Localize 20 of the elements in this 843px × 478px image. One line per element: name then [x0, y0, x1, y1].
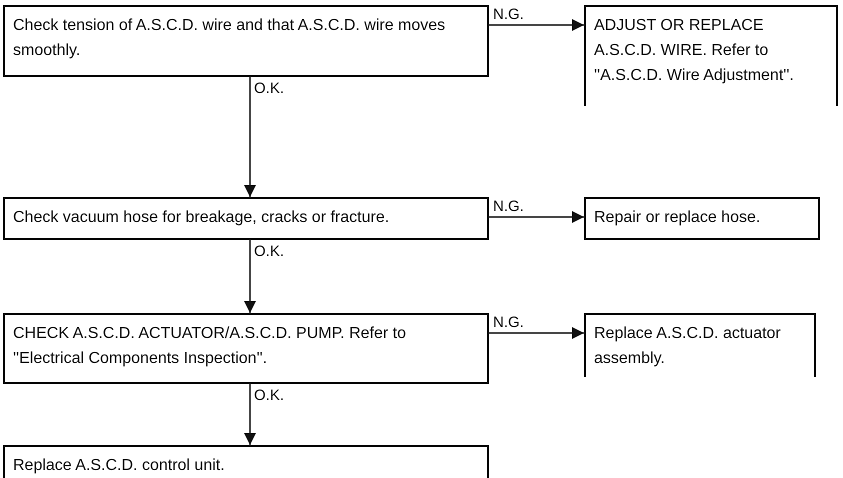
- process-box: [3, 197, 489, 240]
- process-box: [3, 313, 489, 384]
- box-text: ADJUST OR REPLACE A.S.C.D. WIRE. Refer to ''A.S.C.D. Wire Adjustment''.: [594, 16, 795, 86]
- box-text: Check vacuum hose for breakage, cracks or fracture.: [13, 208, 390, 228]
- box-text: Replace A.S.C.D. actuator assembly.: [594, 324, 782, 369]
- box-text: Check tension of A.S.C.D. wire and that A.S.C.D. wire moves smoothly.: [13, 16, 446, 61]
- arrow: [489, 327, 584, 339]
- process-box: [584, 197, 820, 240]
- process-box: [3, 445, 489, 478]
- arrow: [244, 384, 256, 445]
- box-text: Replace A.S.C.D. control unit.: [13, 456, 226, 476]
- arrow: [489, 19, 584, 31]
- process-box: [584, 5, 838, 106]
- arrow: [489, 211, 584, 223]
- arrow: [244, 240, 256, 313]
- process-box: [584, 313, 816, 377]
- box-text: CHECK A.S.C.D. ACTUATOR/A.S.C.D. PUMP. Refer to ''Electrical Components Inspection''.: [13, 324, 407, 369]
- process-box: [3, 5, 489, 77]
- box-text: Repair or replace hose.: [594, 208, 762, 228]
- arrow: [244, 77, 256, 197]
